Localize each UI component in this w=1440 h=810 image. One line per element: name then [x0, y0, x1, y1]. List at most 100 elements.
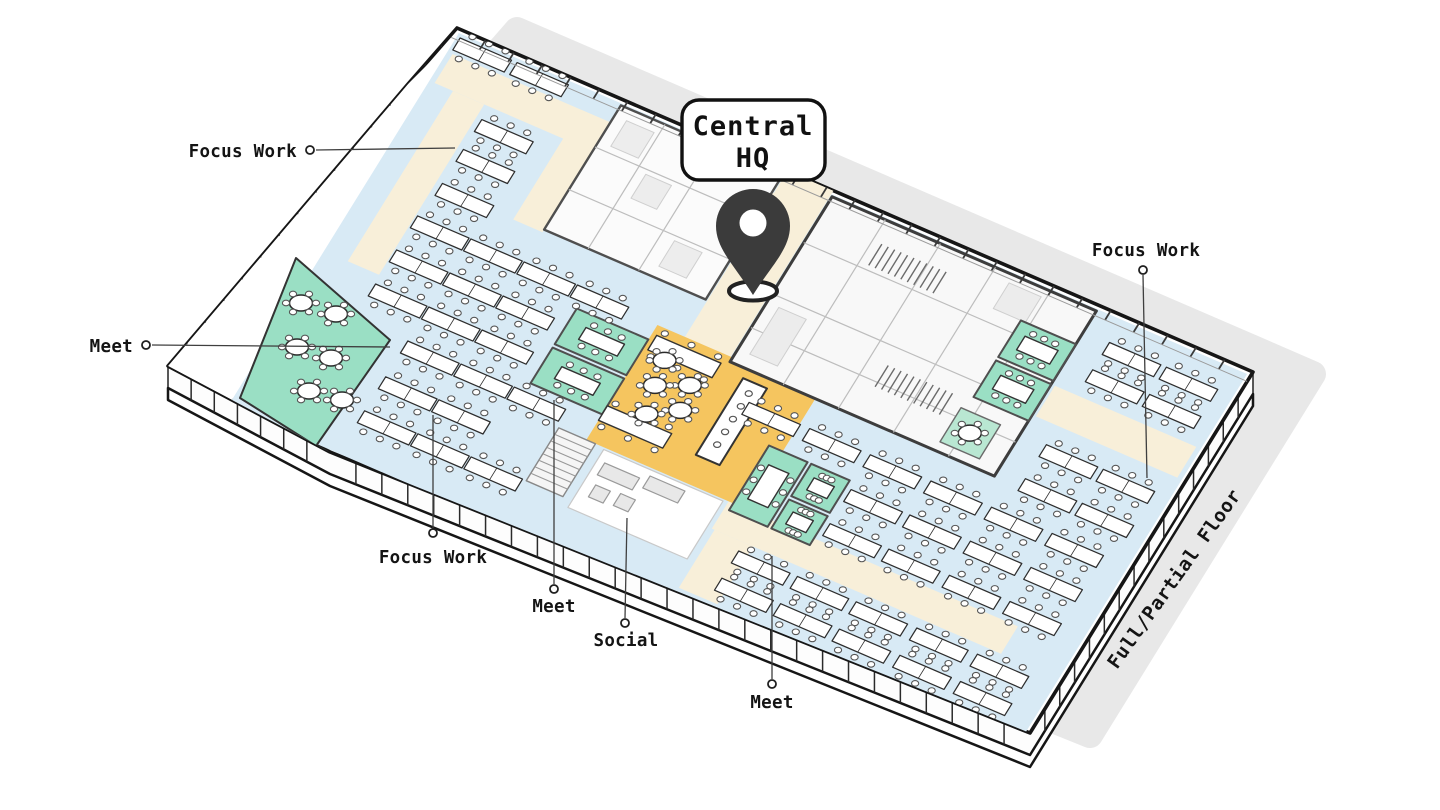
chair: [937, 546, 946, 554]
annotation-meet-south-left: Meet: [532, 400, 575, 617]
chair: [1042, 592, 1051, 599]
chair: [1144, 412, 1153, 419]
chair: [577, 342, 586, 350]
chair: [470, 316, 479, 324]
floorplan-art: [166, 17, 1326, 769]
chair: [652, 366, 661, 373]
chair: [1128, 471, 1137, 479]
chair: [375, 435, 384, 443]
chair: [1093, 528, 1102, 535]
plan-shape: [1043, 489, 1052, 502]
plan-shape: [1064, 455, 1073, 468]
chair: [939, 476, 948, 484]
chair: [421, 252, 430, 260]
chair: [924, 657, 933, 665]
plan-shape: [592, 88, 600, 100]
plan-shape: [880, 367, 896, 390]
plan-shape: [857, 639, 866, 653]
map-pin-icon: [716, 189, 790, 295]
chair: [833, 646, 843, 654]
plan-shape: [798, 614, 807, 627]
plan-shape: [869, 500, 878, 513]
chair: [541, 419, 551, 426]
chair: [311, 354, 321, 362]
chair: [716, 595, 725, 603]
callout-box: [680, 98, 827, 182]
plan-shape: [460, 194, 469, 207]
chair: [1051, 340, 1060, 348]
chair: [730, 573, 739, 581]
plan-shape: [874, 246, 889, 269]
plan-shape: [782, 219, 886, 386]
chair: [1100, 365, 1110, 372]
leader-dot: [1138, 265, 1148, 275]
chair: [897, 486, 907, 494]
chair: [489, 115, 499, 122]
chair: [479, 452, 488, 460]
chair: [957, 570, 966, 578]
chair: [925, 498, 934, 506]
chair: [380, 394, 389, 402]
chair: [591, 348, 600, 356]
annotation-label: Focus Work: [189, 142, 298, 162]
chair: [1050, 481, 1059, 489]
chair: [402, 358, 411, 366]
plan-shape: [1121, 480, 1130, 493]
chair: [763, 553, 772, 561]
chair: [506, 122, 515, 129]
chair: [771, 501, 780, 508]
plan-shape: [446, 317, 455, 331]
chair: [642, 373, 652, 380]
chair: [1073, 476, 1083, 484]
chair: [412, 233, 421, 241]
chair: [908, 650, 917, 658]
chair: [677, 391, 686, 398]
chair: [538, 389, 548, 397]
chair: [389, 413, 398, 421]
chair: [941, 665, 950, 672]
chair: [439, 331, 449, 339]
chair: [693, 391, 702, 398]
chair: [964, 558, 974, 566]
chair: [973, 438, 982, 446]
chair: [1111, 464, 1120, 472]
chair: [469, 215, 479, 223]
chair: [472, 388, 481, 396]
chair: [407, 274, 416, 282]
chair: [677, 373, 686, 380]
chair: [1046, 551, 1055, 558]
chair: [304, 308, 314, 316]
plan-shape: [948, 491, 957, 505]
chair: [664, 423, 673, 431]
chair: [1106, 505, 1116, 513]
plan-shape: [820, 187, 828, 198]
chair: [913, 551, 922, 559]
chair: [779, 560, 789, 568]
chair: [498, 270, 507, 278]
chair: [1076, 520, 1086, 528]
plan-shape: [1184, 378, 1193, 391]
plan-shape: [919, 265, 934, 288]
plan-shape: [435, 444, 444, 458]
chair: [1040, 335, 1049, 343]
chair: [684, 397, 693, 405]
chair: [892, 499, 901, 507]
plan-shape: [1047, 285, 1055, 296]
chair: [611, 400, 620, 408]
circulation-path: [711, 501, 1018, 654]
round-table: [957, 424, 983, 442]
chair: [530, 327, 539, 335]
chair: [410, 379, 419, 387]
chair: [934, 517, 943, 525]
plan-shape: [382, 421, 391, 435]
chair: [941, 630, 950, 638]
chair: [995, 543, 1004, 551]
plan-shape: [521, 306, 530, 320]
chair: [978, 536, 987, 544]
conference-table: [647, 334, 722, 379]
plan-shape: [568, 189, 731, 261]
chair: [1103, 394, 1113, 402]
chair: [329, 405, 339, 413]
annotation-label: Meet: [750, 693, 793, 713]
plan-shape: [967, 586, 976, 599]
